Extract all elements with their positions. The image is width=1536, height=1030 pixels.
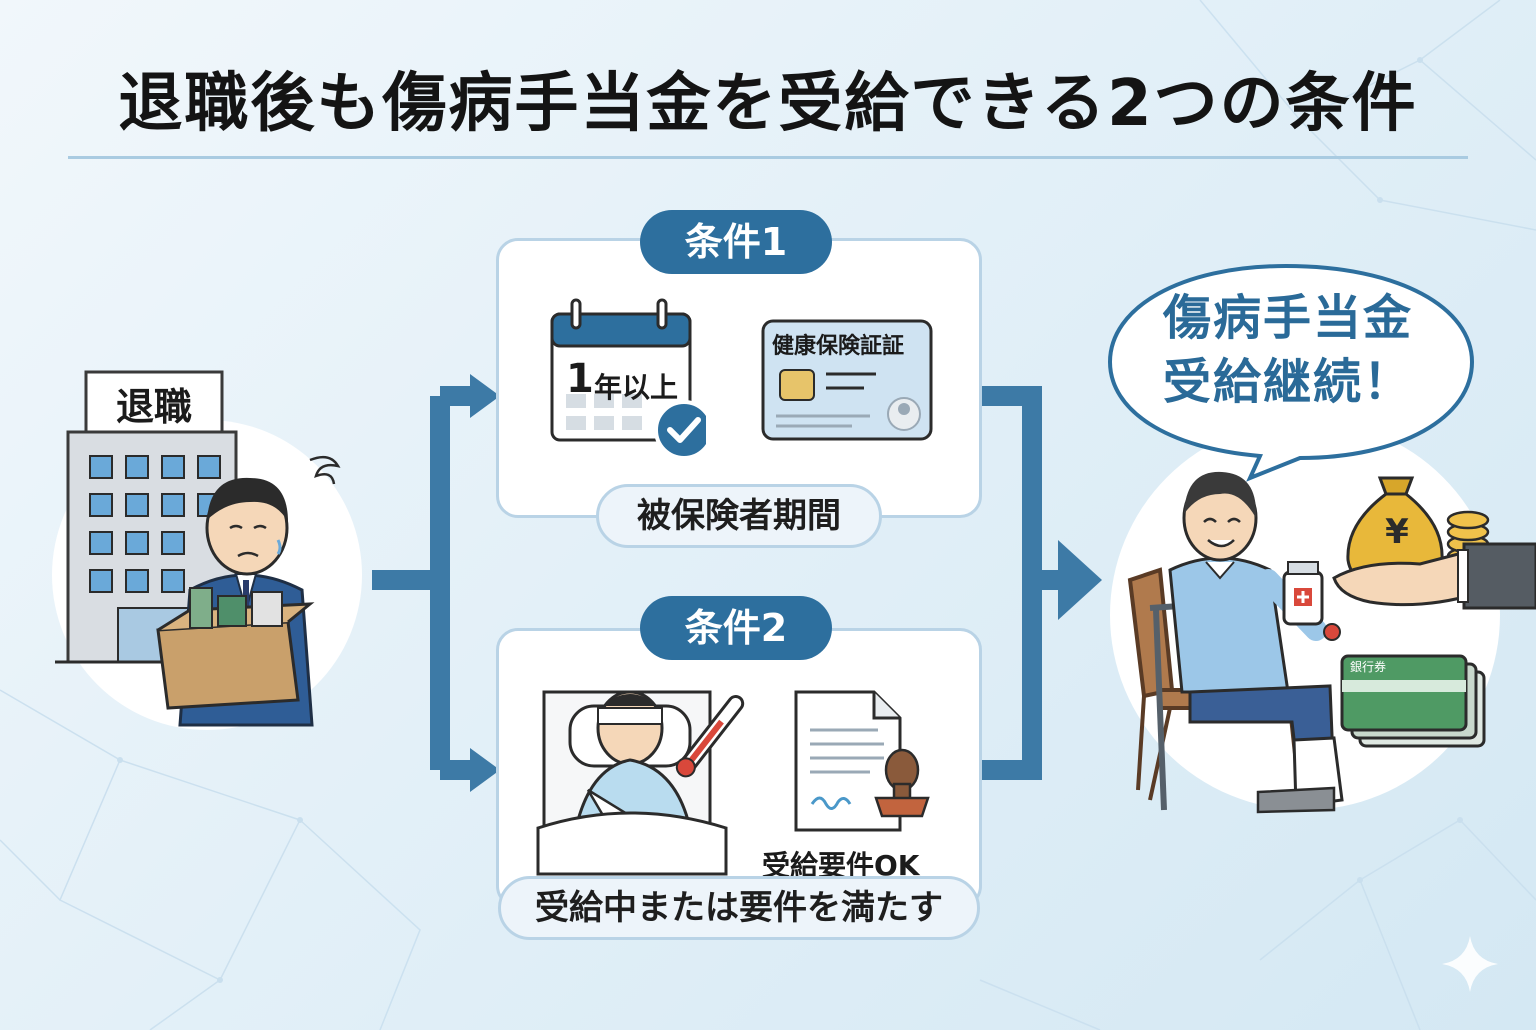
page-title: 退職後も傷病手当金を受給できる2つの条件 [118, 67, 1418, 141]
calendar-text: 年以上 [594, 371, 679, 404]
stamp-icon [874, 748, 930, 818]
speech-bubble [1107, 263, 1475, 482]
smiling-man-icon [1168, 471, 1344, 814]
insurance-card-icon [761, 319, 933, 441]
resignation-sign-icon [84, 370, 224, 434]
condition1-footer: 被保険者期間 [596, 484, 882, 548]
worried-man-icon [156, 455, 341, 727]
resigning-worker-illustration [55, 370, 341, 727]
passbook-label: 銀行券 [1350, 660, 1387, 674]
sick-patient-icon [536, 690, 745, 876]
bubble-line1: 傷病手当金 [1162, 290, 1413, 346]
bank-passbook-icon [1340, 654, 1486, 748]
resignation-sign-text: 退職 [115, 385, 192, 429]
giving-hand-icon [1332, 542, 1536, 610]
arrow-to-condition1 [470, 374, 500, 418]
condition2-footer: 受給中または要件を満たす [498, 876, 980, 940]
arrow-to-result [1058, 540, 1102, 620]
condition1-badge: 条件1 [640, 210, 832, 274]
calendar-number: 1 [566, 356, 594, 402]
recovering-man-illustration [1127, 471, 1536, 814]
title-divider [68, 156, 1468, 159]
condition2-badge: 条件2 [640, 596, 832, 660]
sparkle-icon [1442, 936, 1498, 992]
calendar-check-icon [550, 298, 706, 460]
approved-document-icon [794, 690, 930, 832]
yen-symbol: ¥ [1385, 512, 1409, 552]
insurance-card-title: 健康保険証証 [772, 334, 905, 359]
arrow-to-condition2 [470, 748, 500, 792]
bubble-line2: 受給継続！ [1162, 354, 1413, 410]
